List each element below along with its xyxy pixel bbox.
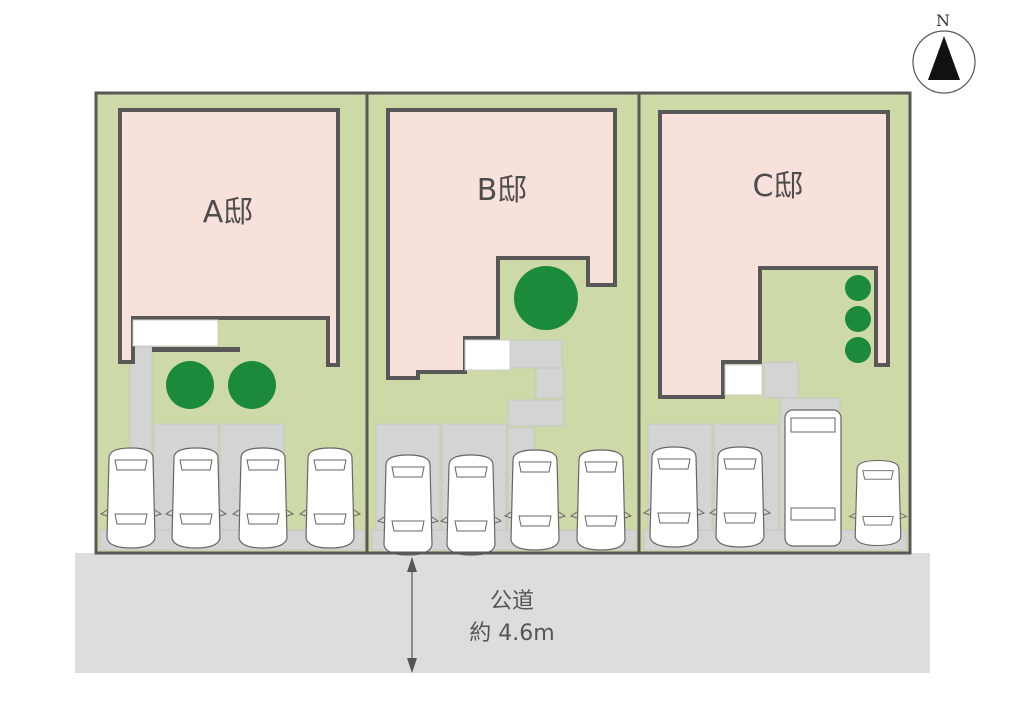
- entrance-porch: [132, 319, 219, 347]
- wall: [152, 347, 240, 352]
- parking-car: [232, 447, 294, 549]
- road-width: 約 4.6m: [469, 621, 554, 646]
- tree: [228, 361, 276, 409]
- lot-boundaries: [94, 91, 912, 555]
- tree: [845, 275, 871, 301]
- road-width-arrow: [407, 557, 417, 673]
- parking-car: [377, 454, 439, 556]
- house-c-label: C邸: [753, 169, 804, 204]
- parking-car: [440, 454, 502, 556]
- parking-car: [299, 447, 361, 549]
- house-a-label: A邸: [203, 195, 254, 230]
- lot-c: C邸: [639, 93, 910, 553]
- parking-car: [570, 449, 632, 551]
- parking-van: [784, 409, 842, 547]
- public-road: [75, 553, 930, 673]
- parking-car: [848, 459, 908, 547]
- lot-a: A邸: [96, 93, 367, 553]
- north-compass: N: [912, 11, 976, 94]
- parking-car: [709, 446, 771, 548]
- parking-car: [100, 447, 162, 549]
- north-arrow-icon: [928, 36, 960, 80]
- entrance-porch: [464, 339, 511, 371]
- tree: [845, 306, 871, 332]
- road-name: 公道: [490, 589, 534, 614]
- tree: [845, 337, 871, 363]
- house-b-label: B邸: [477, 173, 528, 208]
- tree: [166, 361, 214, 409]
- parking-car: [165, 447, 227, 549]
- tree: [514, 266, 578, 330]
- lot-b: B邸: [367, 93, 639, 556]
- parking-car: [504, 449, 566, 551]
- entrance-porch: [724, 364, 763, 396]
- parking-car: [643, 446, 705, 548]
- compass-north-label: N: [936, 11, 950, 30]
